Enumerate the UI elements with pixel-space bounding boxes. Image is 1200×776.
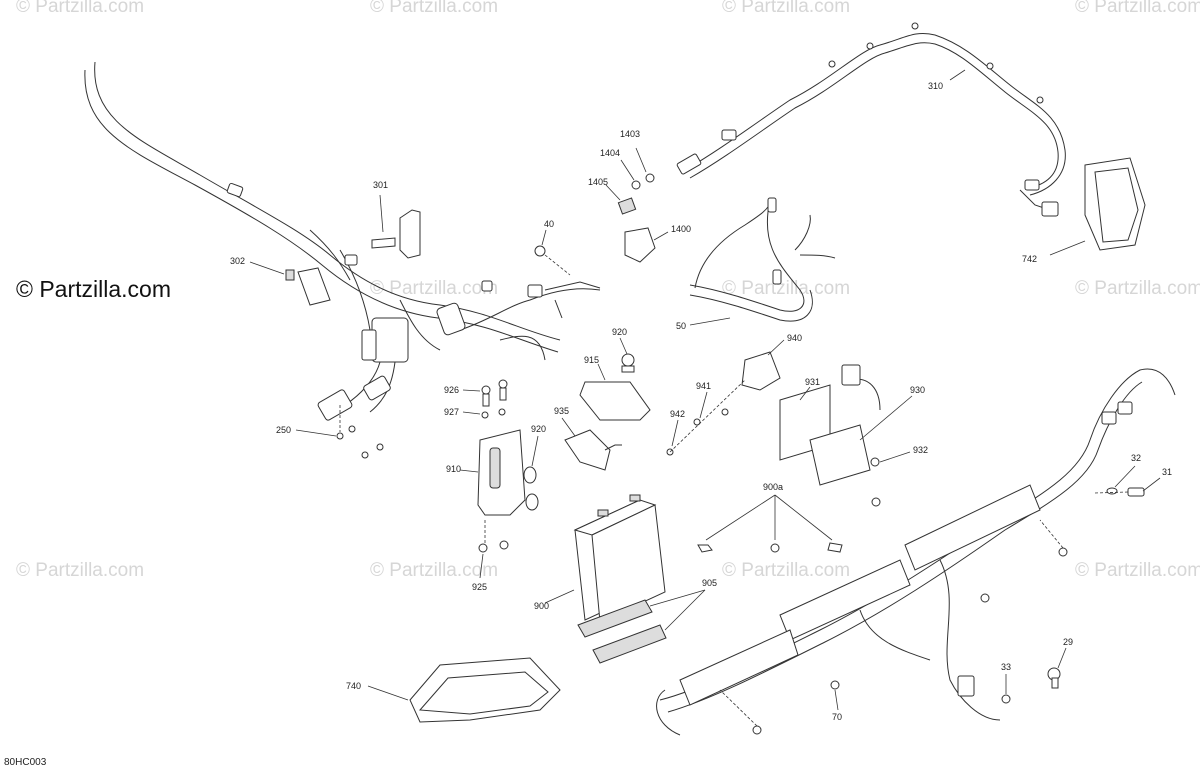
callout-942: 942	[670, 409, 685, 419]
callout-1403: 1403	[620, 129, 640, 139]
watermark-mid-2: © Partzilla.com	[370, 278, 499, 299]
watermark-main: © Partzilla.com	[16, 276, 171, 302]
callout-29: 29	[1063, 637, 1073, 647]
part-900-battery	[544, 494, 666, 623]
callout-920-mid: 920	[531, 424, 546, 434]
callout-740: 740	[346, 681, 361, 691]
callout-920-top: 920	[612, 327, 627, 337]
callout-931: 931	[805, 377, 820, 387]
callout-33: 33	[1001, 662, 1011, 672]
callout-905: 905	[702, 578, 717, 588]
callout-742: 742	[1022, 254, 1037, 264]
diagram-code: 80HC003	[4, 757, 47, 768]
callout-927: 927	[444, 407, 459, 417]
part-900a-hardware	[697, 494, 843, 553]
callout-250: 250	[276, 425, 291, 435]
callout-930: 930	[910, 385, 925, 395]
callout-31: 31	[1162, 467, 1172, 477]
part-250-fasteners	[295, 405, 384, 459]
callout-910: 910	[446, 464, 461, 474]
part-70-harness	[656, 368, 1176, 736]
watermark-mid-3: © Partzilla.com	[722, 278, 851, 299]
part-1400-sensor	[605, 147, 669, 263]
callout-32: 32	[1131, 453, 1141, 463]
callout-932: 932	[913, 445, 928, 455]
part-40-grommet	[534, 229, 571, 276]
watermark-low-3: © Partzilla.com	[722, 560, 851, 581]
part-50-cables	[689, 197, 836, 326]
callout-310: 310	[928, 81, 943, 91]
watermark-low-1: © Partzilla.com	[16, 560, 145, 581]
watermark-top-2: © Partzilla.com	[370, 0, 499, 17]
part-302-connector	[249, 261, 331, 306]
part-31-32-fasteners	[1094, 465, 1161, 497]
callout-915: 915	[584, 355, 599, 365]
callout-1405: 1405	[588, 177, 608, 187]
callout-935: 935	[554, 406, 569, 416]
callout-1400: 1400	[671, 224, 691, 234]
part-940-relay	[666, 339, 785, 456]
watermark-low-4: © Partzilla.com	[1075, 560, 1200, 581]
watermark-top-3: © Partzilla.com	[722, 0, 851, 17]
part-905-pads	[577, 589, 706, 664]
part-740-light	[367, 657, 561, 723]
callout-70: 70	[832, 712, 842, 722]
part-742-headlight	[1049, 157, 1146, 256]
callout-1404: 1404	[600, 148, 620, 158]
watermark-low-2: © Partzilla.com	[370, 560, 499, 581]
part-915-holder	[579, 337, 651, 421]
callout-301: 301	[373, 180, 388, 190]
part-29-33-fasteners	[1001, 647, 1067, 704]
callout-941: 941	[696, 381, 711, 391]
callout-926: 926	[444, 385, 459, 395]
callout-940: 940	[787, 333, 802, 343]
callout-40: 40	[544, 219, 554, 229]
main-harness	[84, 61, 601, 421]
callout-900: 900	[534, 601, 549, 611]
part-930-regulator	[779, 364, 913, 507]
part-301-bracket	[371, 194, 421, 259]
callout-925: 925	[472, 582, 487, 592]
watermark-mid-4: © Partzilla.com	[1075, 278, 1200, 299]
part-935-cover	[561, 417, 622, 471]
watermark-top-1: © Partzilla.com	[16, 0, 145, 17]
part-310-harness	[676, 22, 1066, 217]
callout-302: 302	[230, 256, 245, 266]
watermark-top-4: © Partzilla.com	[1075, 0, 1200, 17]
part-910-bracket	[459, 379, 539, 579]
callout-50: 50	[676, 321, 686, 331]
callout-900a: 900a	[763, 482, 783, 492]
